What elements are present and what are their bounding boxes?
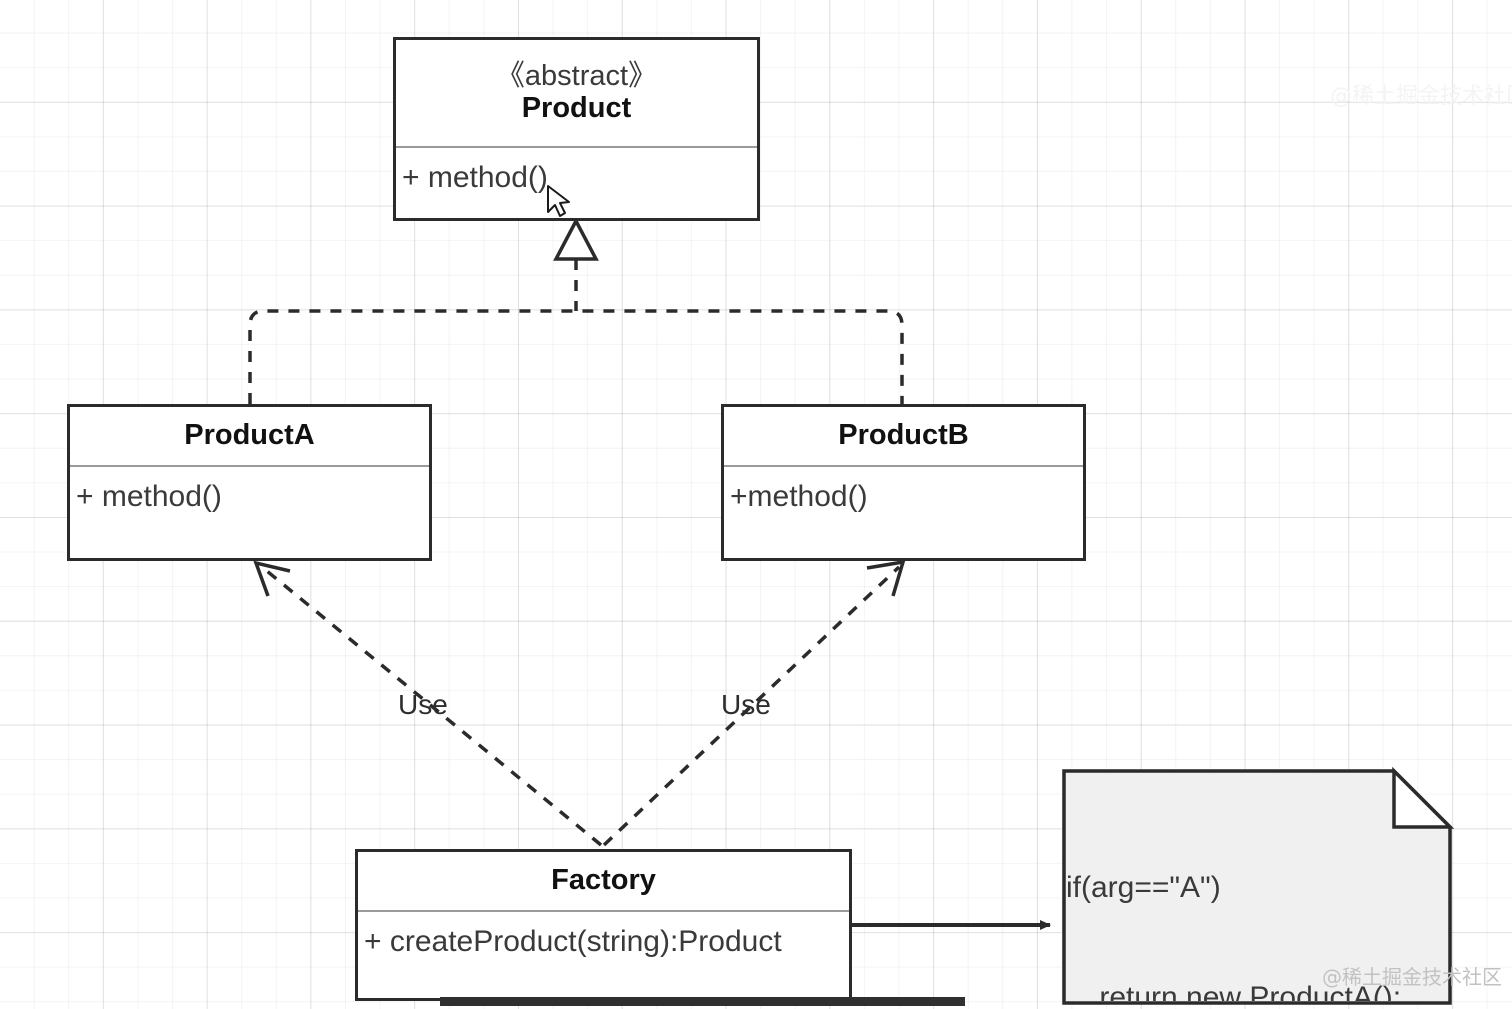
edge-label-use-producta: Use <box>398 689 448 720</box>
class-box-product[interactable]: 《abstract》 Product + method() <box>393 37 760 221</box>
class-title: ProductB <box>838 419 969 452</box>
class-title: ProductA <box>184 419 315 452</box>
class-box-productb[interactable]: ProductB +method() <box>721 404 1086 561</box>
watermark-bottom-right: @稀土掘金技术社区 <box>1322 965 1502 989</box>
class-members-factory: + createProduct(string):Product <box>364 925 782 958</box>
class-header-producta: ProductA <box>70 407 429 467</box>
class-box-factory[interactable]: Factory + createProduct(string):Product <box>355 849 852 1001</box>
class-title: Factory <box>551 864 656 897</box>
class-stereotype: 《abstract》 <box>495 59 658 92</box>
class-members-productb: +method() <box>730 480 868 513</box>
watermark-top-right: @稀土掘金技术社区 <box>1330 84 1512 109</box>
class-header-factory: Factory <box>358 852 849 912</box>
use-arrowhead-producta <box>253 560 291 597</box>
class-title: Product <box>521 91 632 124</box>
edge-label-use-productb: Use <box>721 689 771 720</box>
use-arrowhead-productb <box>866 559 906 597</box>
inheritance-triangle <box>553 217 599 261</box>
cropped-shape-below-factory <box>440 997 965 1006</box>
note-line: if(arg=="A") <box>1066 871 1221 905</box>
class-header-product: 《abstract》 Product <box>396 40 757 148</box>
class-box-producta[interactable]: ProductA + method() <box>67 404 432 561</box>
class-members-producta: + method() <box>76 480 222 513</box>
class-members-product: + method() <box>402 161 548 194</box>
realization-bus <box>248 309 904 404</box>
class-header-productb: ProductB <box>724 407 1083 467</box>
